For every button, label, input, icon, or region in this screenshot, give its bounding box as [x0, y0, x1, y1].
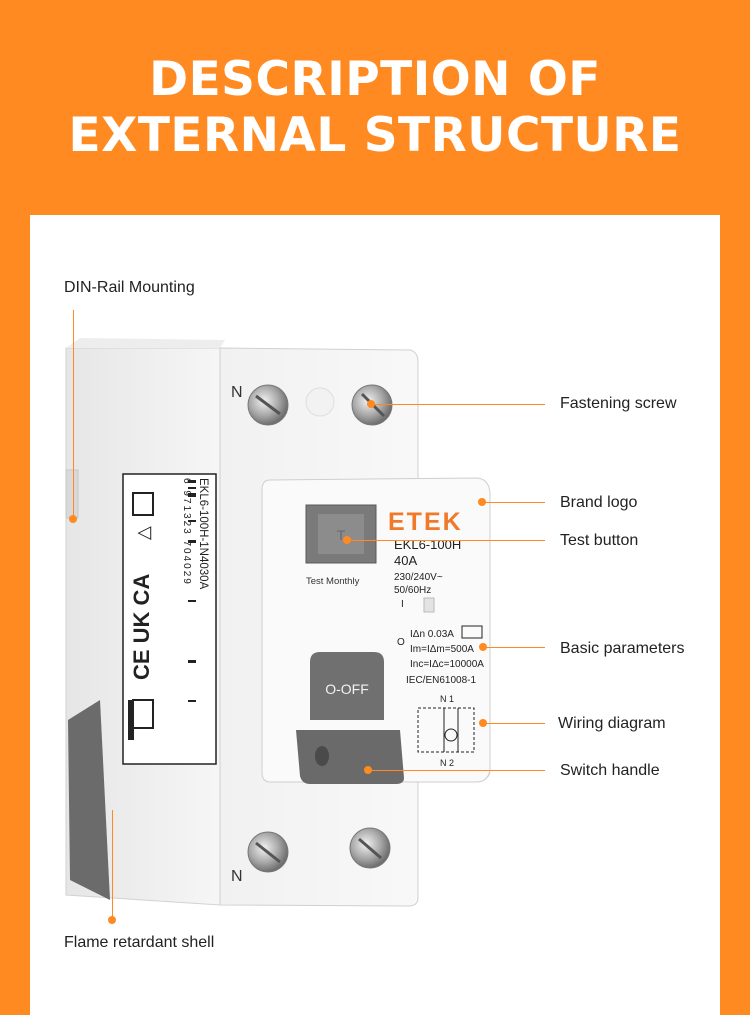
side-dark-insert — [68, 700, 110, 900]
terminal-screw-bottom-left — [247, 831, 289, 873]
current-text: 40A — [394, 553, 417, 568]
svg-text:CE UK CA: CE UK CA — [129, 574, 154, 680]
label-fastening-screw: Fastening screw — [560, 395, 677, 412]
label-din-rail: DIN-Rail Mounting — [64, 279, 195, 296]
side-model-text: EKL6-100H-1N4030A — [197, 478, 209, 590]
leader-din-rail — [73, 310, 74, 520]
indicator-on: I — [401, 599, 404, 610]
page-title: DESCRIPTION OF EXTERNAL STRUCTURE — [0, 52, 750, 164]
dot-flame-shell — [108, 916, 116, 924]
label-wiring-diagram: Wiring diagram — [558, 715, 666, 732]
test-button[interactable]: T — [305, 504, 377, 564]
frequency-text: 50/60Hz — [394, 585, 431, 596]
leader-wiring-diagram — [485, 723, 545, 724]
conditional-current: Inc=IΔc=10000A — [410, 659, 484, 670]
ac-type-symbol — [461, 625, 483, 639]
barcode — [188, 480, 196, 702]
leader-flame-shell — [112, 810, 113, 920]
label-switch-handle: Switch handle — [560, 762, 660, 779]
terminal-label-bottom: N — [231, 868, 243, 885]
dot-wiring-diagram — [479, 719, 487, 727]
voltage-text: 230/240V~ — [394, 572, 443, 583]
dot-test-button — [343, 536, 351, 544]
brand-logo: ETEK — [388, 508, 463, 536]
terminal-blank — [305, 387, 335, 417]
breaker-front-body — [219, 347, 491, 907]
title-line-2: EXTERNAL STRUCTURE — [68, 108, 682, 163]
indicator-off: O — [397, 637, 405, 648]
leader-brand-logo — [484, 502, 545, 503]
standard-text: IEC/EN61008-1 — [406, 675, 476, 686]
side-label — [122, 473, 217, 765]
leader-test-button — [348, 540, 545, 541]
label-test-button: Test button — [560, 532, 639, 549]
dot-switch-handle — [364, 766, 372, 774]
handle-label: O-OFF — [325, 681, 369, 697]
svg-text:N 2: N 2 — [440, 758, 454, 768]
dot-fastening-screw — [367, 400, 375, 408]
svg-text:△: △ — [133, 526, 153, 540]
breaker-side-body: CE UK CA △ EKL6-100H-1N4030A 6 971323 70… — [65, 338, 225, 906]
terminal-label-top: N — [231, 384, 243, 401]
label-basic-parameters: Basic parameters — [560, 640, 685, 657]
svg-text:T: T — [337, 527, 346, 543]
svg-text:N 1: N 1 — [440, 694, 454, 704]
making-capacity: Im=IΔm=500A — [410, 644, 474, 655]
status-window — [423, 597, 435, 613]
terminal-screw-bottom-right — [349, 827, 391, 869]
leader-switch-handle — [369, 770, 545, 771]
leader-fastening-screw — [372, 404, 545, 405]
leader-basic-parameters — [485, 647, 545, 648]
dot-din-rail — [69, 515, 77, 523]
terminal-screw-top-left — [247, 384, 289, 426]
title-line-1: DESCRIPTION OF — [149, 52, 601, 107]
wiring-diagram: N 1 N 2 — [417, 694, 475, 768]
label-flame-shell: Flame retardant shell — [64, 934, 215, 951]
side-symbols: CE UK CA △ — [129, 492, 154, 729]
dot-brand-logo — [478, 498, 486, 506]
din-rail-clip — [65, 469, 79, 519]
test-caption: Test Monthly — [306, 576, 360, 587]
barcode-digits: 6 971323 704029 — [181, 478, 192, 586]
rated-residual: IΔn 0.03A — [410, 629, 454, 640]
label-brand-logo: Brand logo — [560, 494, 638, 511]
dot-basic-parameters — [479, 643, 487, 651]
